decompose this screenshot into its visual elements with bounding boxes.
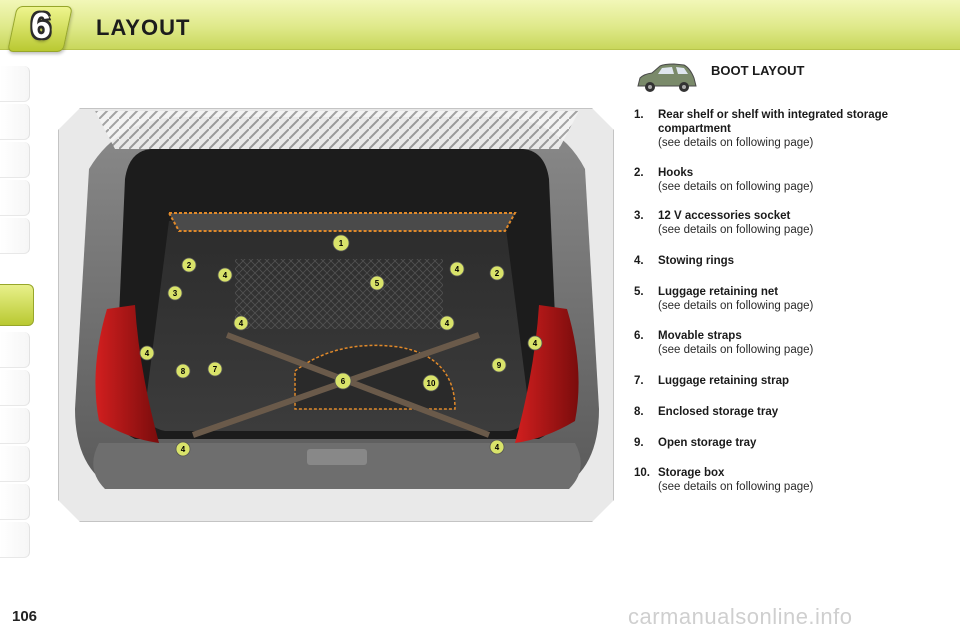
chapter-header: 6 LAYOUT — [0, 0, 960, 52]
storage-box-outline — [294, 344, 456, 410]
item-note: (see details on following page) — [658, 224, 814, 236]
callout-7: 7 — [207, 361, 223, 377]
callout-label: 4 — [455, 265, 460, 274]
callout-label: 10 — [427, 379, 436, 388]
callout-label: 5 — [375, 279, 380, 288]
callout-label: 8 — [181, 367, 186, 376]
item-number: 2. — [634, 167, 644, 179]
car-icon — [637, 63, 697, 92]
thumb-tab — [0, 218, 30, 254]
callout-label: 2 — [187, 261, 192, 270]
callout-label: 4 — [223, 271, 228, 280]
luggage-net — [235, 259, 443, 329]
tailgate — [95, 111, 579, 149]
item-label: Hooks — [658, 167, 694, 179]
rear-shelf — [167, 212, 517, 232]
item-note: (see details on following page) — [658, 481, 814, 493]
licence-plate-recess — [307, 449, 367, 465]
callout-10: 10 — [422, 374, 440, 392]
thumb-tab — [0, 484, 30, 520]
rear-bumper — [93, 443, 581, 489]
watermark: carmanualsonline.info — [628, 604, 853, 629]
callout-9: 9 — [491, 357, 507, 373]
callout-label: 4 — [495, 443, 500, 452]
callout-label: 3 — [173, 289, 178, 298]
thumb-tab — [0, 104, 30, 140]
callout-label: 1 — [339, 239, 344, 248]
item-label: Storage box — [658, 467, 725, 479]
callout-4: 4 — [489, 439, 505, 455]
item-label: Open storage tray — [658, 437, 757, 449]
callout-label: 4 — [145, 349, 150, 358]
callout-label: 4 — [533, 339, 538, 348]
callout-label: 4 — [181, 445, 186, 454]
callout-label: 9 — [497, 361, 502, 370]
item-number: 5. — [634, 286, 644, 298]
item-note: (see details on following page) — [658, 137, 814, 149]
callout-4: 4 — [527, 335, 543, 351]
item-label: Rear shelf or shelf with integrated stor… — [658, 109, 889, 135]
item-number: 8. — [634, 406, 644, 418]
item-note: (see details on following page) — [658, 344, 814, 356]
thumb-tab — [0, 446, 30, 482]
thumb-tab — [0, 408, 30, 444]
item-label: Enclosed storage tray — [658, 406, 779, 418]
callout-label: 4 — [239, 319, 244, 328]
callout-4: 4 — [449, 261, 465, 277]
item-label: 12 V accessories socket — [658, 210, 791, 222]
callout-6: 6 — [334, 372, 352, 390]
callout-label: 4 — [445, 319, 450, 328]
callout-1: 1 — [332, 234, 350, 252]
item-number: 6. — [634, 330, 644, 342]
item-number: 1. — [634, 109, 644, 121]
item-label: Luggage retaining net — [658, 286, 779, 298]
callout-4: 4 — [175, 441, 191, 457]
section-title: BOOT LAYOUT — [711, 63, 805, 78]
page-number: 106 — [12, 608, 38, 625]
item-number: 7. — [634, 375, 644, 387]
thumb-tab — [0, 142, 30, 178]
callout-label: 2 — [495, 269, 500, 278]
callout-8: 8 — [175, 363, 191, 379]
item-number: 9. — [634, 437, 644, 449]
callout-5: 5 — [369, 275, 385, 291]
callout-2: 2 — [489, 265, 505, 281]
rear-light-left — [95, 305, 159, 443]
item-label: Luggage retaining strap — [658, 375, 789, 387]
thumb-tab — [0, 522, 30, 558]
callout-label: 6 — [341, 377, 346, 386]
page-title: LAYOUT — [96, 15, 191, 40]
thumb-tab — [0, 180, 30, 216]
item-number: 10. — [634, 467, 650, 479]
thumb-tab — [0, 370, 30, 406]
callout-label: 7 — [213, 365, 218, 374]
callout-4: 4 — [439, 315, 455, 331]
boot-illustration: 1 2 2 3 4 4 4 4 4 4 4 4 5 6 7 8 9 10 — [58, 108, 614, 522]
callout-4: 4 — [233, 315, 249, 331]
thumb-tab — [0, 66, 30, 102]
movable-strap — [225, 332, 491, 438]
callout-3: 3 — [167, 285, 183, 301]
item-note: (see details on following page) — [658, 181, 814, 193]
item-label: Movable straps — [658, 330, 742, 342]
item-number: 4. — [634, 255, 644, 267]
item-number: 3. — [634, 210, 644, 222]
callout-4: 4 — [139, 345, 155, 361]
rear-light-right — [515, 305, 579, 443]
thumb-tab-active — [0, 284, 34, 326]
chapter-thumb-tabs — [0, 66, 34, 576]
callout-2: 2 — [181, 257, 197, 273]
item-label: Stowing rings — [658, 255, 735, 267]
chapter-number: 6 — [30, 5, 52, 46]
callout-4: 4 — [217, 267, 233, 283]
item-note: (see details on following page) — [658, 300, 814, 312]
thumb-tab — [0, 332, 30, 368]
boot-illustration-svg: 1 2 2 3 4 4 4 4 4 4 4 4 5 6 7 8 9 10 — [75, 111, 599, 489]
